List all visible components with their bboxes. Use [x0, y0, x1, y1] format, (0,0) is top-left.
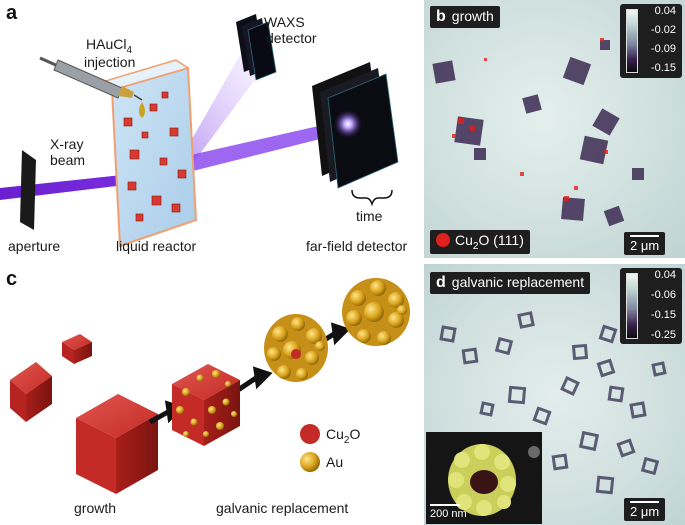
waxs-scatter-fan [180, 55, 262, 170]
sem-hollow-particle [448, 444, 540, 516]
au-cluster-hollow [342, 278, 410, 346]
galvanic-title-badge: d galvanic replacement [430, 272, 591, 294]
small-cu2o-cube [62, 334, 92, 364]
galvanic-micrograph: d galvanic replacement 0.04 -0.06 -0.15 -… [424, 264, 685, 525]
galvanic-replacement-schematic [10, 278, 410, 494]
galvanic-replacement-stage-label: galvanic replacement [216, 500, 349, 516]
waxs-label-line2: detector [266, 30, 317, 46]
aperture-plate [20, 150, 36, 230]
incoming-xray-beam [0, 172, 150, 200]
panel-letter-c: c [6, 268, 18, 290]
time-brace [351, 189, 393, 207]
transmitted-beam [160, 120, 348, 178]
cu2o-legend-dot-icon [300, 424, 320, 444]
galvanic-colorbar-tick: -0.06 [650, 289, 676, 301]
reactor-cu2o-cubes [123, 91, 187, 222]
cu2o-legend-label: Cu2O [326, 426, 361, 446]
growth-colorbar: 0.04 -0.02 -0.09 -0.15 [620, 4, 682, 78]
au-cluster-partial [264, 314, 328, 382]
growth-scale-bar: 2 μm [624, 232, 666, 255]
growth-colorbar-tick: -0.02 [650, 24, 676, 36]
syringe-icon [39, 56, 145, 118]
galvanic-scale-bar: 2 μm [624, 498, 666, 521]
growth-colorbar-gradient [626, 9, 638, 73]
inset-scale-bar [430, 504, 460, 506]
panel-letter-a: a [6, 2, 18, 24]
medium-cu2o-cube [10, 362, 52, 422]
galvanic-colorbar-tick: 0.04 [654, 269, 676, 281]
au-legend-dot-icon [300, 452, 320, 472]
inset-scale-label: 200 nm [430, 508, 467, 520]
decorated-cube [172, 364, 240, 446]
sem-inset: 200 nm [426, 432, 542, 524]
liquid-reactor-label: liquid reactor [116, 238, 197, 254]
gold-droplet-icon [139, 102, 145, 118]
cu2o-legend-badge: Cu2O (111) [430, 230, 530, 254]
waxs-label-line1: WAXS [264, 14, 305, 30]
growth-colorbar-tick: 0.04 [654, 5, 676, 17]
xray-label-line1: X-ray [50, 136, 84, 152]
waxs-detector-plates [236, 14, 277, 81]
large-cu2o-cube [76, 394, 158, 494]
galvanic-colorbar: 0.04 -0.06 -0.15 -0.25 [620, 268, 682, 344]
xray-setup-schematic [0, 14, 399, 248]
growth-title: growth [451, 8, 494, 24]
aperture-label: aperture [8, 238, 61, 254]
injection-label-line2: injection [84, 54, 136, 70]
time-label: time [356, 208, 383, 224]
growth-particles [432, 38, 644, 227]
galvanic-title: galvanic replacement [451, 274, 585, 290]
panel-letter-d: d [436, 274, 446, 291]
red-dot-icon [436, 233, 450, 247]
au-legend-label: Au [326, 454, 344, 470]
far-field-detector-plates [312, 62, 399, 189]
galvanic-particles [439, 311, 667, 495]
injection-label-line1: HAuCl4 [86, 36, 133, 56]
growth-colorbar-tick: -0.09 [650, 43, 676, 55]
galvanic-colorbar-tick: -0.25 [650, 329, 676, 341]
xray-label-line2: beam [50, 152, 86, 168]
far-field-detector-label: far-field detector [306, 238, 408, 254]
galvanic-colorbar-tick: -0.15 [650, 309, 676, 321]
growth-stage-label: growth [74, 500, 117, 516]
growth-colorbar-tick: -0.15 [650, 62, 676, 74]
galvanic-colorbar-gradient [626, 273, 638, 339]
panel-letter-b: b [436, 8, 446, 25]
